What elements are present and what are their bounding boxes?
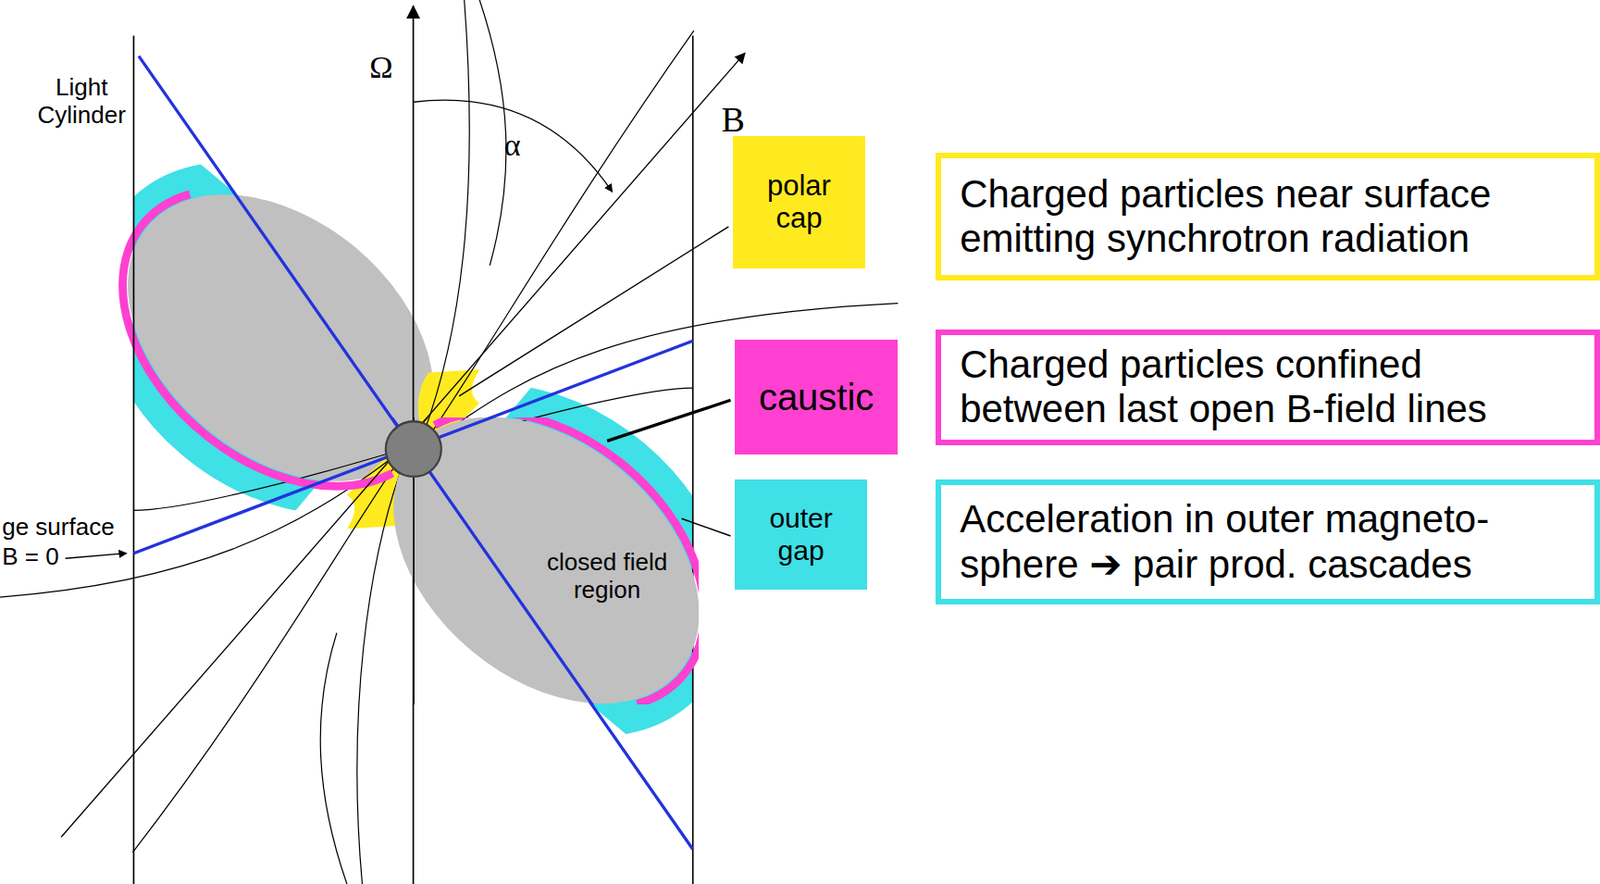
region-label: closed field region — [537, 548, 677, 605]
neutron-star — [385, 421, 442, 477]
light-cylinder-line — [133, 36, 136, 884]
neutron-star — [393, 421, 442, 477]
field-lines — [0, 0, 898, 884]
field-line — [423, 0, 471, 435]
axis-symbol: B — [721, 99, 745, 141]
caustic-band — [393, 417, 700, 705]
outer-gap-region — [133, 104, 427, 586]
magnetic-field-arrow — [61, 52, 745, 837]
region-tag: outer gap — [734, 479, 868, 590]
region-tag: polar cap — [732, 136, 866, 269]
region-tag-text: outer gap — [768, 502, 832, 567]
axes-and-star — [393, 417, 700, 705]
inclination-arc — [413, 99, 613, 192]
description-box: Acceleration in outer magneto- sphere ➔ … — [935, 479, 1600, 605]
description-text: Acceleration in outer magneto- sphere ➔ … — [959, 496, 1515, 587]
region-tag-text: caustic — [758, 375, 875, 419]
outer-gap-region — [399, 311, 694, 794]
leader-line — [458, 226, 729, 397]
leader-line — [682, 518, 732, 536]
null-surface-line — [393, 417, 694, 554]
light-cylinder-line — [692, 36, 695, 884]
pointer-arrow — [65, 553, 127, 559]
region-tag: caustic — [734, 339, 898, 455]
axis-symbol: Ω — [369, 49, 393, 86]
caustic-band — [64, 183, 447, 543]
description-text: Charged particles confined between last … — [959, 342, 1515, 433]
region-tag-text: polar cap — [767, 169, 832, 236]
field-line — [428, 30, 695, 437]
description-text: Charged particles near surface emitting … — [959, 172, 1515, 262]
leader-line — [607, 399, 731, 441]
surface-label: B = 0 — [1, 543, 59, 571]
surface-label: ge surface — [1, 513, 114, 542]
angle-symbol: α — [504, 126, 521, 163]
description-box: Charged particles confined between last … — [935, 329, 1600, 446]
field-line — [132, 460, 398, 852]
description-box: Charged particles near surface emitting … — [935, 152, 1600, 281]
magnetic-axis-line — [393, 417, 694, 705]
light-cylinder-label: Light Cylinder — [30, 74, 133, 130]
axes-and-star — [61, 6, 745, 884]
magnetic-field-arrow — [393, 417, 700, 705]
field-line — [320, 632, 348, 884]
closed-field-lobe — [393, 417, 700, 705]
closed-field-lobe: closed field region — [393, 417, 700, 705]
field-line — [479, 0, 507, 266]
